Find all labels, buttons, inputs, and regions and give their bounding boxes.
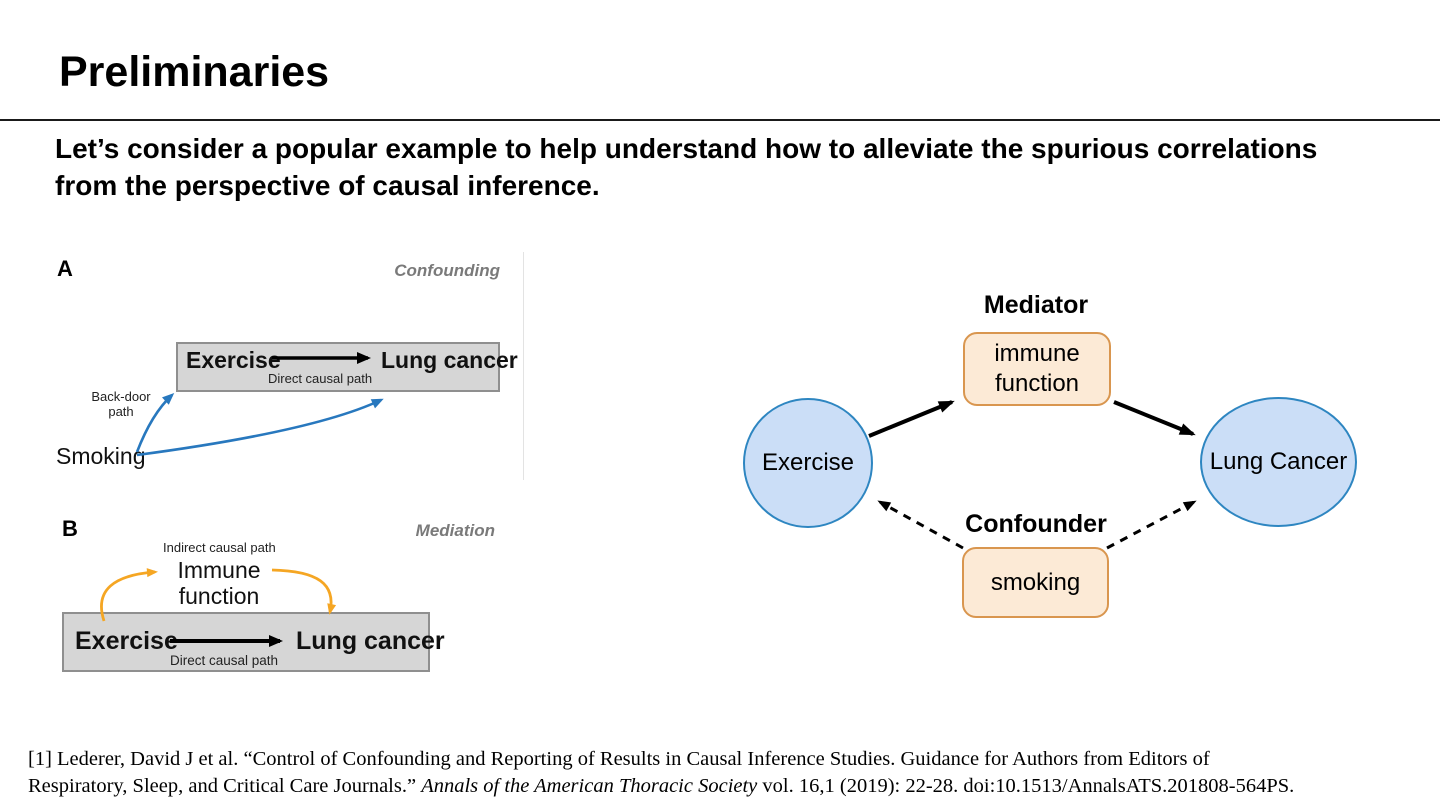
figure-a-backdoor-label: Back-door path xyxy=(91,389,151,419)
figure-a-smoking-node: Smoking xyxy=(56,443,146,469)
arrow-exercise-to-immune xyxy=(868,400,955,438)
exercise-node: Exercise xyxy=(743,398,873,528)
citation-line-2: Respiratory, Sleep, and Critical Care Jo… xyxy=(28,773,1428,800)
arrow-smoking-to-exercise xyxy=(877,500,964,550)
arrow-smoking-to-lung-cancer xyxy=(1106,500,1197,550)
figure-b-panel-label: B xyxy=(62,516,78,541)
citation-line-1: [1] Lederer, David J et al. “Control of … xyxy=(28,748,1210,770)
page-title: Preliminaries xyxy=(59,48,330,96)
figure-b-immune-function-node: Immune function xyxy=(177,557,261,609)
intro-text: Let’s consider a popular example to help… xyxy=(55,130,1425,204)
arrow-immune-to-lung-cancer xyxy=(1113,400,1196,436)
citation-journal-title: Annals of the American Thoracic Society xyxy=(421,775,758,797)
intro-line-2: from the perspective of causal inference… xyxy=(55,170,600,201)
figure-a-backdoor-arrow-to-lung-cancer xyxy=(136,398,384,457)
confounder-label: Confounder xyxy=(965,510,1107,538)
mediator-label: Mediator xyxy=(983,291,1089,319)
citation: [1] Lederer, David J et al. “Control of … xyxy=(28,746,1428,800)
figure-a-exercise-node: Exercise xyxy=(186,347,281,373)
figure-b-panel-tag: Mediation xyxy=(415,521,495,540)
figure-b-indirect-path-caption: Indirect causal path xyxy=(163,540,276,555)
intro-line-1: Let’s consider a popular example to help… xyxy=(55,133,1318,164)
immune-function-node: immune function xyxy=(963,332,1111,406)
figure-b-lung-cancer-node: Lung cancer xyxy=(296,627,445,655)
lung-cancer-node: Lung Cancer xyxy=(1200,397,1357,527)
figure-a-crop-edge xyxy=(523,252,524,480)
figure-a-direct-path-caption: Direct causal path xyxy=(268,371,373,386)
smoking-node: smoking xyxy=(962,547,1109,618)
figure-b-exercise-node: Exercise xyxy=(75,627,178,655)
title-divider xyxy=(0,119,1440,121)
figure-a-direct-path-box xyxy=(176,342,500,392)
figure-b-direct-path-caption: Direct causal path xyxy=(170,653,279,668)
citation-line-2-suffix: vol. 16,1 (2019): 22-28. doi:10.1513/Ann… xyxy=(757,775,1295,797)
citation-line-2-prefix: Respiratory, Sleep, and Critical Care Jo… xyxy=(28,775,422,797)
figure-a-panel-label: A xyxy=(57,256,73,281)
figure-a-lung-cancer-node: Lung cancer xyxy=(381,347,518,373)
figure-a-panel-tag: Confounding xyxy=(394,261,500,280)
